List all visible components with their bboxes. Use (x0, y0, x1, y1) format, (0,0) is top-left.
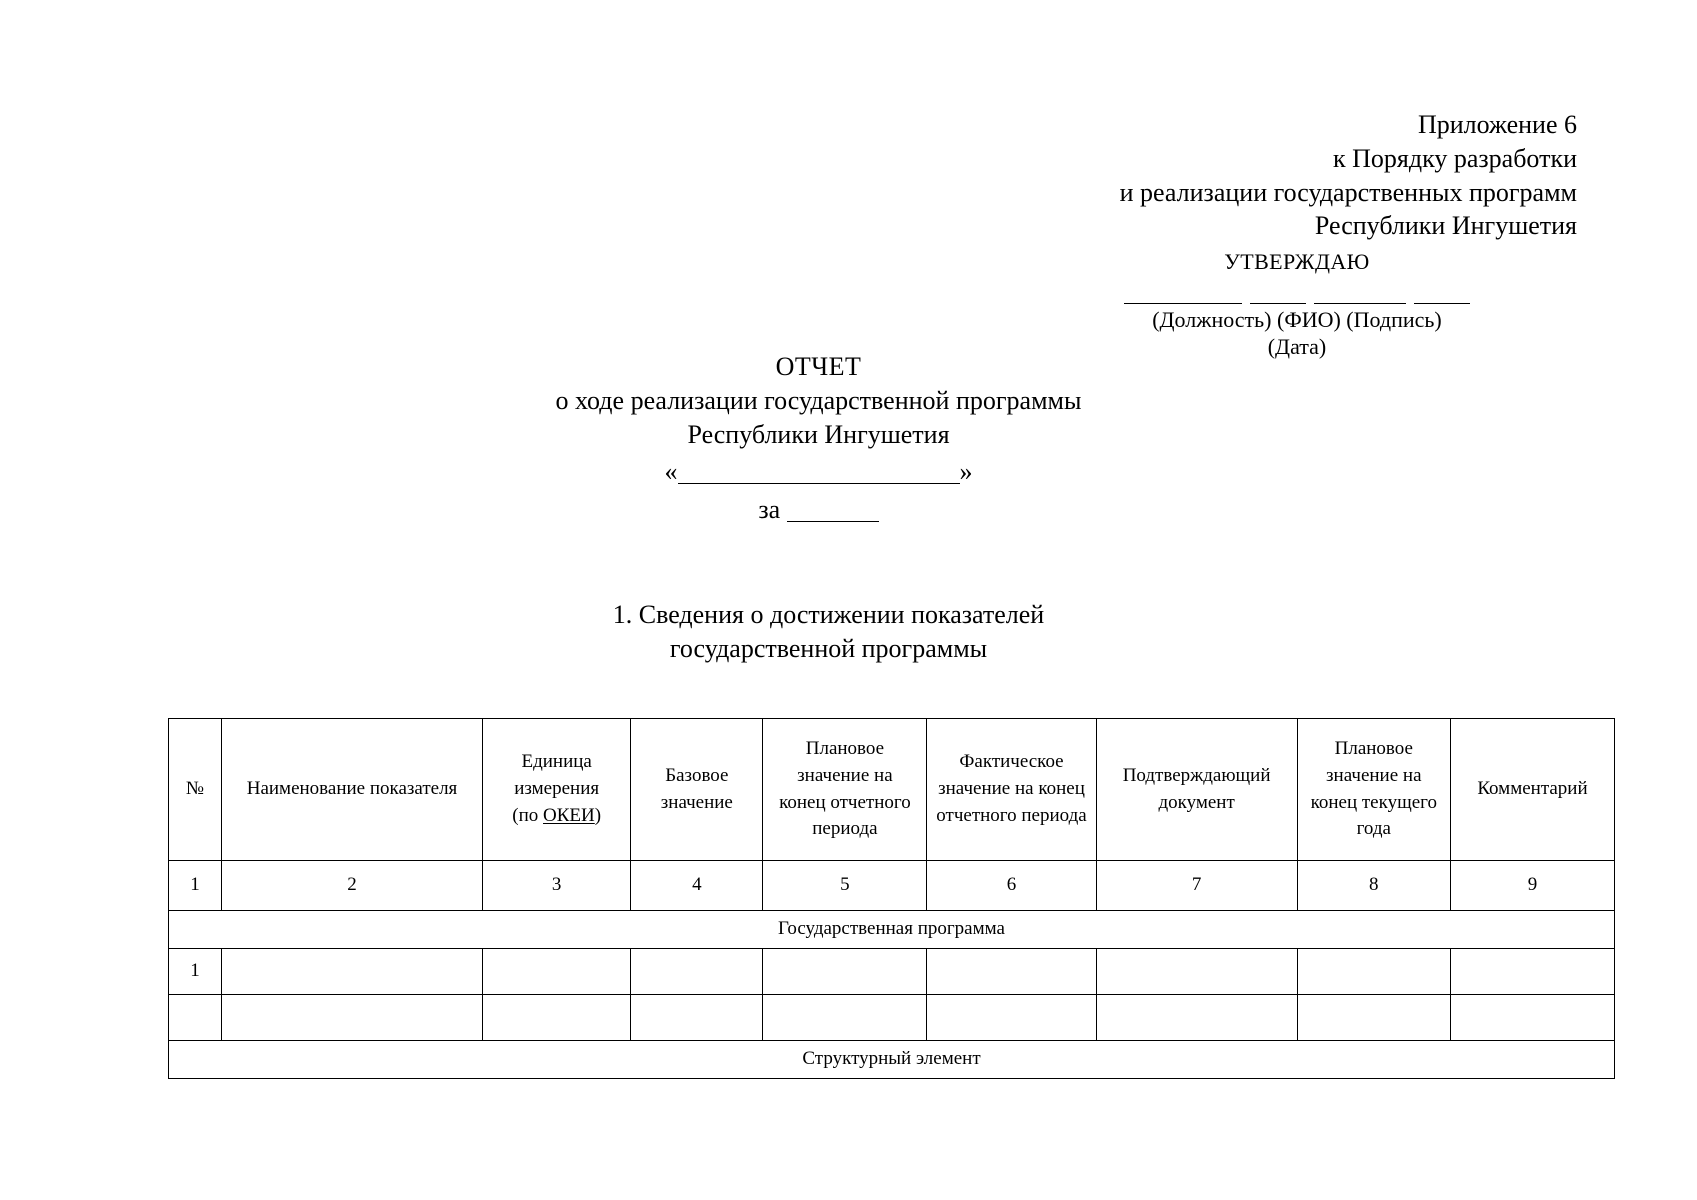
appendix-header: Приложение 6 к Порядку разработки и реал… (1017, 108, 1577, 243)
header-cell-base-value: Базовое значение (630, 718, 764, 861)
base-line-1: Базовое (665, 764, 729, 786)
row-indicator-name-cell[interactable] (220, 948, 484, 995)
signature-date-label: (Дата) (1267, 334, 1327, 359)
za-label: за (758, 495, 781, 525)
table-group-row-state-program: Государственная программа (168, 910, 1615, 949)
base-line-2: значение (660, 791, 733, 813)
doc-line-1: Подтверждающий (1122, 764, 1271, 786)
section-heading: 1. Сведения о достижении показателей гос… (0, 598, 1697, 667)
column-number-3: 3 (482, 860, 632, 911)
header-cell-plan-period: Плановое значение на конец отчетного пер… (762, 718, 928, 861)
unit-line-1: Единица (521, 751, 592, 773)
table-group-row-structural-element: Структурный элемент (168, 1040, 1615, 1079)
fact-line-3: отчетного периода (936, 804, 1087, 826)
doc-line-2: документ (1158, 791, 1235, 813)
row-unit-cell[interactable] (482, 948, 632, 995)
header-cell-unit: Единица измерения (по ОКЕИ) (482, 718, 632, 861)
header-cell-plan-current-year: Плановое значение на конец текущего года (1296, 718, 1451, 861)
header-cell-fact-period: Фактическое значение на конец отчетного … (926, 718, 1097, 861)
header-cell-supporting-document: Подтверждающий документ (1095, 718, 1298, 861)
table-column-number-row: 1 2 3 4 5 6 7 8 9 (168, 860, 1616, 911)
indicators-table-wrapper: № Наименование показателя Единица измере… (168, 718, 1616, 1079)
approval-word: УТВЕРЖДАЮ (1224, 249, 1370, 274)
appendix-line-3: и реализации государственных программ (1119, 177, 1577, 207)
signature-rule-position (1124, 302, 1242, 304)
column-number-9: 9 (1449, 860, 1616, 911)
appendix-line-2: к Порядку разработки (1332, 143, 1577, 173)
program-name-blank[interactable] (677, 463, 960, 485)
row-indicator-name-cell[interactable] (220, 994, 484, 1041)
quote-close: » (959, 457, 973, 487)
row-fact-period-cell[interactable] (926, 948, 1097, 995)
cur-line-2: значение на (1326, 764, 1422, 786)
header-cell-indicator-name: Наименование показателя (220, 718, 484, 861)
period-blank[interactable] (786, 501, 879, 523)
appendix-line-4: Республики Ингушетия (1314, 211, 1577, 241)
unit-okei-pre: (по (512, 804, 544, 826)
signature-rule-sign (1314, 302, 1406, 304)
row-supporting-document-cell[interactable] (1095, 948, 1298, 995)
cur-line-3: конец текущего (1310, 791, 1437, 813)
header-cell-comment: Комментарий (1449, 718, 1616, 861)
section-heading-line-2: государственной программы (669, 634, 988, 664)
title-line-report: ОТЧЕТ (775, 352, 862, 381)
unit-line-3: (по ОКЕИ) (512, 805, 601, 826)
program-name-field[interactable]: «» (0, 455, 1667, 489)
approval-block: УТВЕРЖДАЮ (Должность) (ФИО) (Подпись) (Д… (1017, 248, 1577, 361)
table-row[interactable]: 1 (168, 948, 1616, 995)
row-supporting-document-cell[interactable] (1095, 994, 1298, 1041)
row-number-cell: 1 (168, 948, 222, 995)
column-number-4: 4 (630, 860, 764, 911)
unit-okei-abbr: ОКЕИ (543, 804, 595, 826)
fact-line-1: Фактическое (959, 751, 1064, 773)
column-number-2: 2 (220, 860, 484, 911)
document-title-block: ОТЧЕТ о ходе реализации государственной … (0, 350, 1697, 527)
fact-line-2: значение на конец (938, 778, 1085, 800)
column-number-7: 7 (1095, 860, 1298, 911)
cur-line-4: года (1356, 818, 1391, 840)
unit-line-2: измерения (514, 778, 600, 800)
quote-open: « (664, 457, 678, 487)
row-base-value-cell[interactable] (630, 948, 764, 995)
column-number-8: 8 (1296, 860, 1451, 911)
row-fact-period-cell[interactable] (926, 994, 1097, 1041)
column-number-1: 1 (168, 860, 222, 911)
row-base-value-cell[interactable] (630, 994, 764, 1041)
plan-line-4: периода (812, 818, 878, 840)
plan-line-3: конец отчетного (779, 791, 911, 813)
row-plan-current-year-cell[interactable] (1296, 994, 1451, 1041)
signature-labels: (Должность) (ФИО) (Подпись) (1152, 306, 1442, 332)
row-number-cell (168, 994, 222, 1041)
signature-rule-extra (1414, 302, 1470, 304)
column-number-5: 5 (762, 860, 928, 911)
row-comment-cell[interactable] (1449, 994, 1616, 1041)
title-line-subject: о ходе реализации государственной програ… (555, 385, 1082, 415)
signature-rule-name (1250, 302, 1306, 304)
plan-line-2: значение на (797, 764, 893, 786)
title-line-republic: Республики Ингушетия (687, 419, 950, 449)
section-heading-line-1: 1. Сведения о достижении показателей (612, 600, 1045, 629)
row-plan-period-cell[interactable] (762, 948, 928, 995)
group-label-structural-element: Структурный элемент (168, 1040, 1615, 1079)
row-comment-cell[interactable] (1449, 948, 1616, 995)
row-unit-cell[interactable] (482, 994, 632, 1041)
period-field[interactable]: за (0, 493, 1667, 527)
cur-line-1: Плановое (1334, 737, 1413, 759)
unit-okei-post: ) (594, 804, 602, 826)
appendix-line-1: Приложение 6 (1417, 110, 1577, 139)
plan-line-1: Плановое (805, 737, 885, 759)
row-plan-current-year-cell[interactable] (1296, 948, 1451, 995)
column-number-6: 6 (926, 860, 1097, 911)
row-plan-period-cell[interactable] (762, 994, 928, 1041)
indicators-table: № Наименование показателя Единица измере… (168, 718, 1616, 1079)
header-cell-number: № (168, 718, 222, 861)
table-row[interactable] (168, 994, 1616, 1041)
table-header-row: № Наименование показателя Единица измере… (168, 718, 1616, 861)
signature-rules (1017, 292, 1577, 304)
group-label-state-program: Государственная программа (168, 910, 1615, 949)
